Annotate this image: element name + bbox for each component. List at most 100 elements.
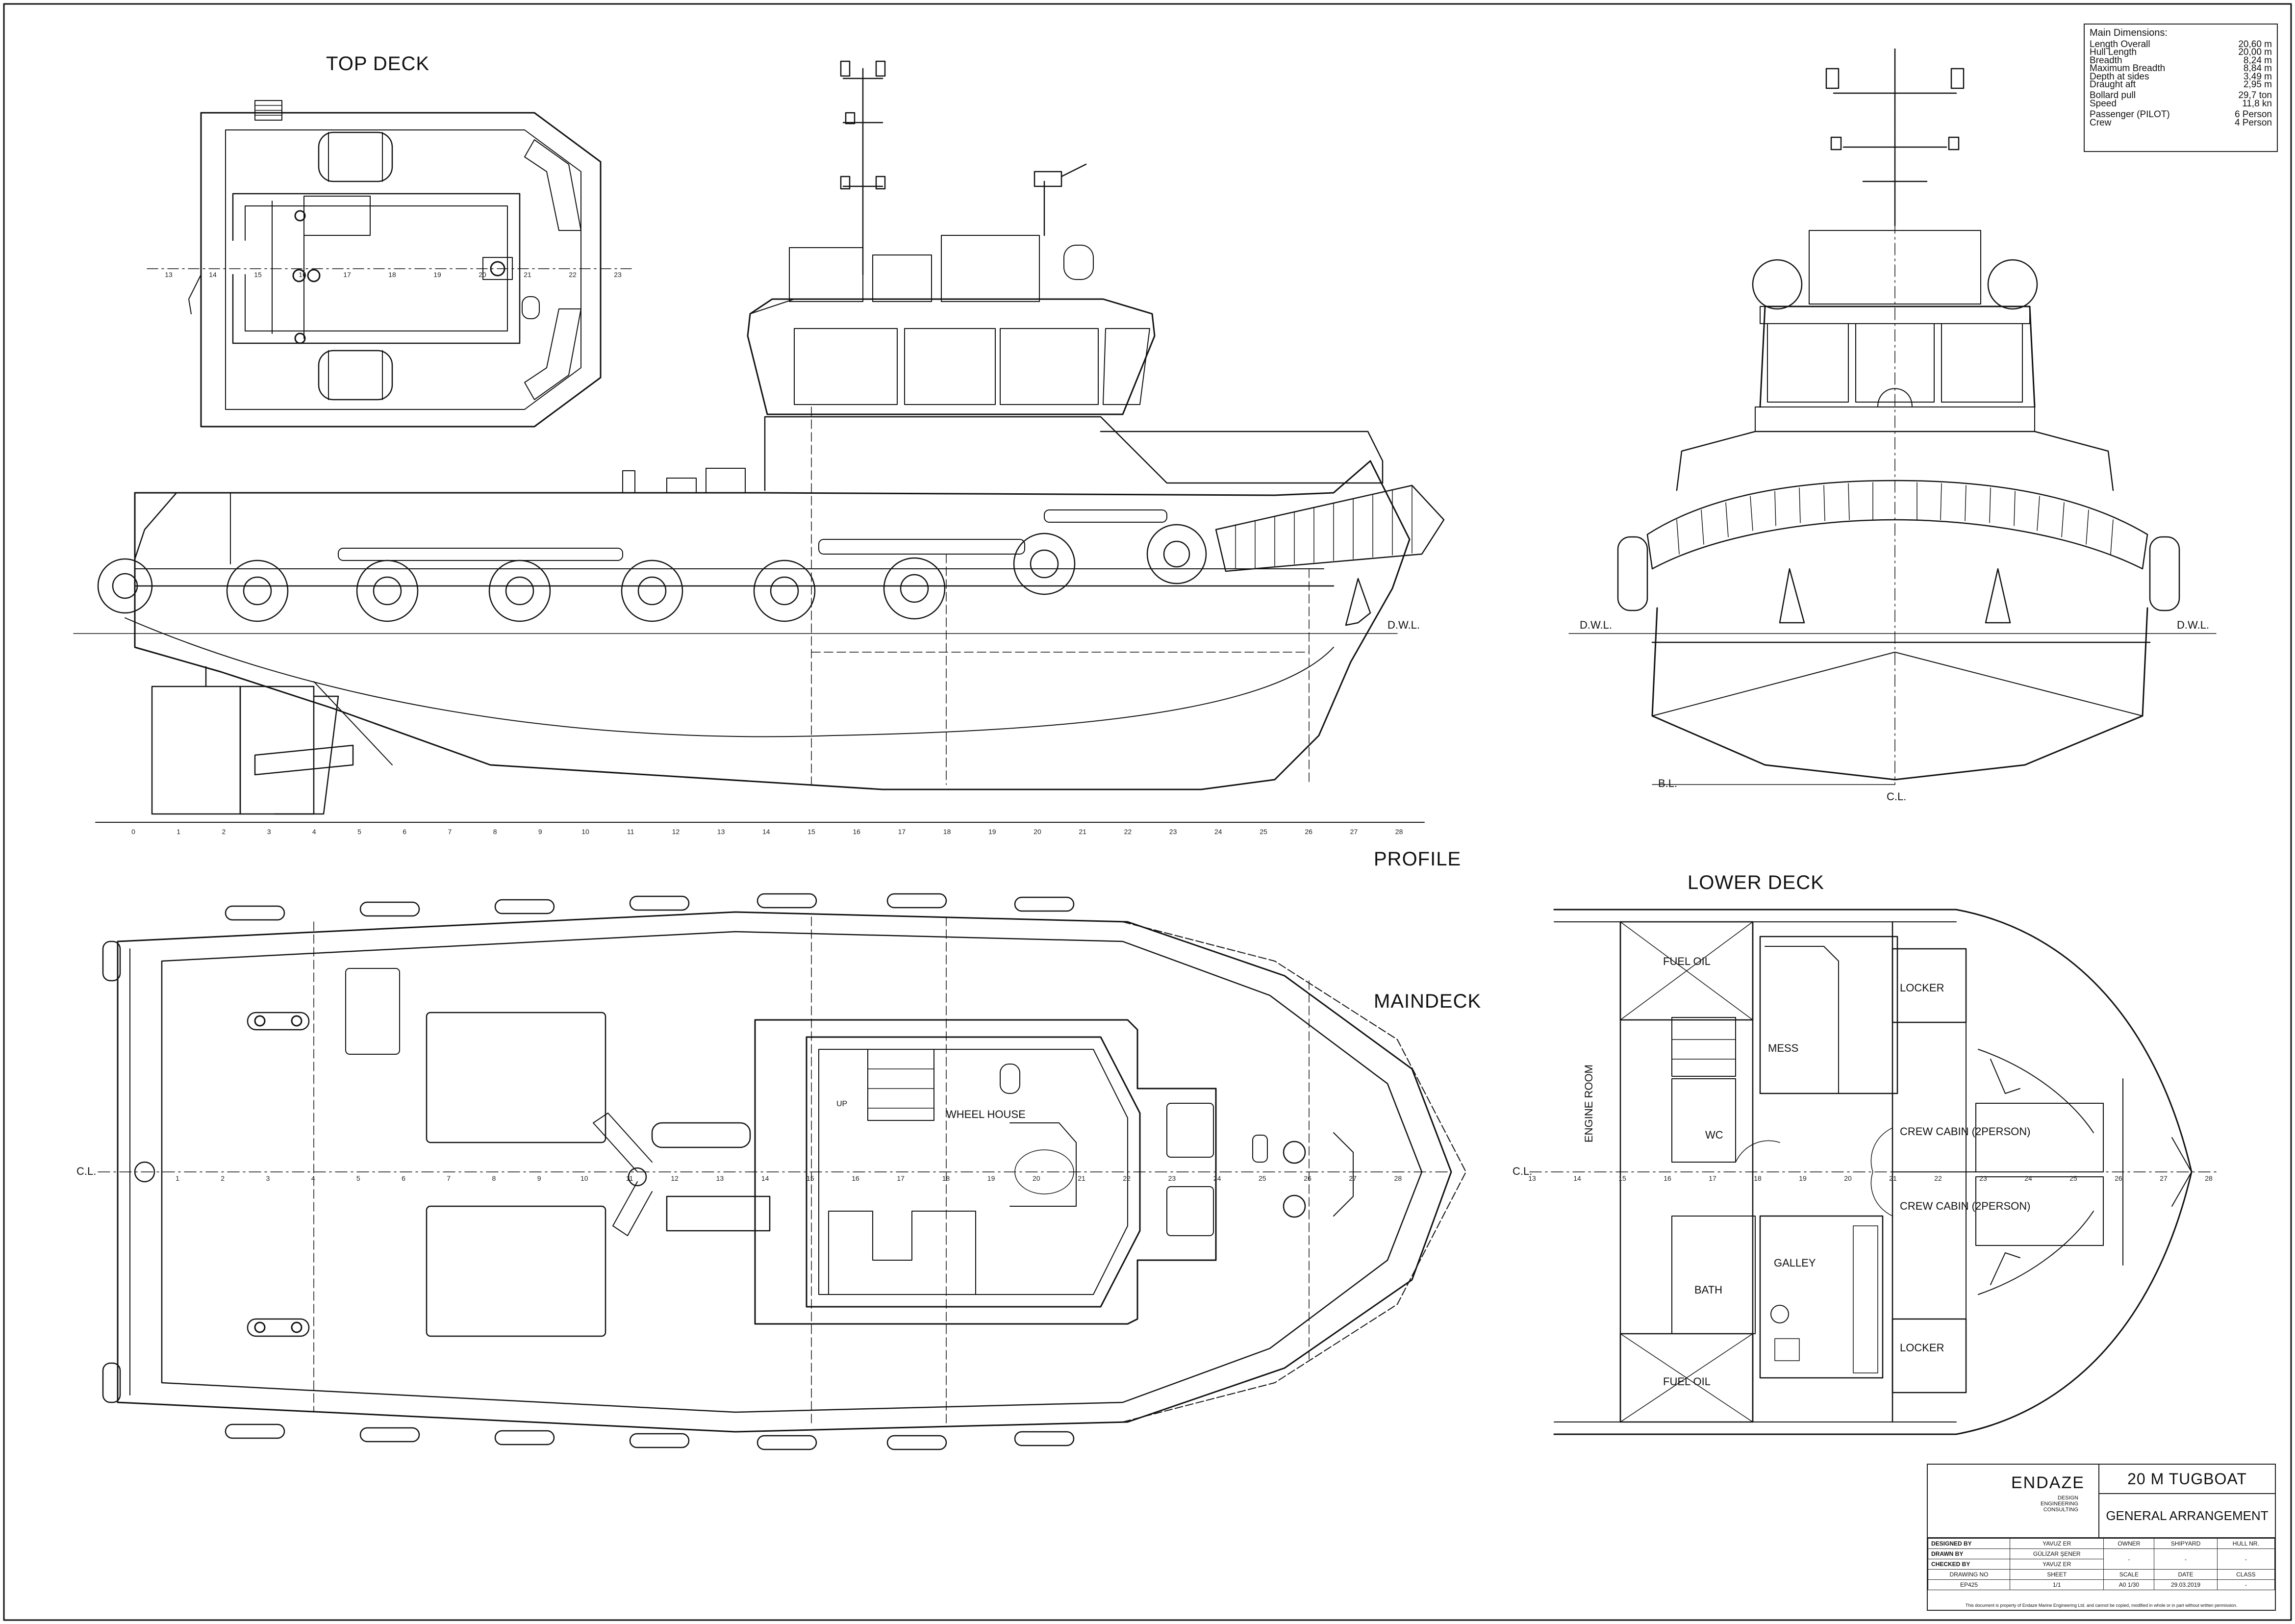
title-row: CHECKED BY YAVUZ ER (1928, 1559, 2275, 1570)
designed-by-value: YAVUZ ER (2009, 1538, 2104, 1549)
liferaft-bottom (318, 350, 393, 401)
title-block-logo: ENDAZE DESIGN ENGINEERING CONSULTING (1928, 1465, 2099, 1538)
dimension-value: 29,7 ton (2238, 90, 2272, 101)
profile-station-number: 24 (1214, 828, 1222, 836)
profile-view (73, 60, 1445, 823)
wheel-house-label: WHEEL HOUSE (946, 1108, 1026, 1120)
maindeck-station-number: 17 (897, 1174, 905, 1182)
maindeck-station-number: 10 (580, 1174, 588, 1182)
brand-sub-line: CONSULTING (2043, 1507, 2079, 1513)
hatch-lower (426, 1205, 606, 1337)
front-dwl-left: D.W.L. (1580, 619, 1613, 631)
maindeck-station-number: 14 (761, 1174, 769, 1182)
dimension-value: 8,24 m (2243, 55, 2272, 66)
maindeck-cl-label: C.L. (76, 1165, 97, 1177)
profile-station-number: 28 (1395, 828, 1403, 836)
front-view (1568, 48, 2217, 785)
lower-deck-station-number: 21 (1889, 1174, 1897, 1182)
stair-up-label: UP (836, 1100, 848, 1108)
dimension-row: Speed 11,8 kn (2090, 98, 2272, 109)
dimension-label: Maximum Breadth (2090, 63, 2166, 74)
profile-station-number: 17 (898, 828, 906, 836)
top-deck-outline (200, 112, 602, 428)
drawing-no-value: EP425 (1928, 1579, 2010, 1590)
dimension-label: Breadth (2090, 55, 2122, 66)
dimension-label: Speed (2090, 98, 2117, 109)
sheet-label: SHEET (2009, 1569, 2104, 1580)
dimension-label: Depth at sides (2090, 71, 2149, 82)
maindeck-station-number: 1 (176, 1174, 179, 1182)
maindeck-station-number: 26 (1304, 1174, 1311, 1182)
maindeck-station-number: 2 (221, 1174, 225, 1182)
profile-station-number: 26 (1305, 828, 1312, 836)
hull-outline (134, 460, 1411, 790)
profile-station-number: 13 (717, 828, 725, 836)
maindeck-station-number: 8 (492, 1174, 496, 1182)
maindeck-station-number: 18 (942, 1174, 950, 1182)
profile-station-number: 9 (538, 828, 542, 836)
azimuth-thruster (151, 666, 393, 815)
profile-station-number: 23 (1169, 828, 1177, 836)
galley-label: GALLEY (1774, 1257, 1816, 1269)
top-deck-station: 20 (479, 271, 486, 279)
drawing-title: GENERAL ARRANGEMENT (2099, 1493, 2275, 1538)
dimension-value: 11,8 kn (2242, 98, 2272, 109)
title-block: ENDAZE DESIGN ENGINEERING CONSULTING 20 … (1927, 1464, 2276, 1611)
dimension-value: 3,49 m (2243, 71, 2272, 82)
project-title: 20 M TUGBOAT (2099, 1465, 2275, 1494)
profile-station-number: 27 (1350, 828, 1358, 836)
top-deck-station: 22 (569, 271, 577, 279)
maindeck-station-number: 16 (852, 1174, 859, 1182)
profile-station-number: 12 (672, 828, 680, 836)
top-deck-station: 21 (524, 271, 531, 279)
shipyard-value: - (2154, 1548, 2218, 1570)
front-fender (1646, 480, 2148, 570)
hatch-upper (426, 1012, 606, 1143)
dimension-label: Passenger (PILOT) (2090, 109, 2170, 120)
copyright-footnote: This document is property of Endaze Mari… (1965, 1603, 2238, 1608)
owner-value: - (2103, 1548, 2155, 1570)
maindeck-station-number: 23 (1168, 1174, 1176, 1182)
maindeck-station-number: 12 (671, 1174, 679, 1182)
hull-value: - (2217, 1548, 2275, 1570)
lower-deck-station-number: 23 (1979, 1174, 1987, 1182)
title-block-table: DESIGNED BY YAVUZ ER OWNER SHIPYARD HULL… (1928, 1538, 2275, 1590)
engine-room-label: ENGINE ROOM (1583, 1065, 1595, 1142)
lower-deck-station-number: 17 (1709, 1174, 1716, 1182)
lower-deck-station-number: 25 (2069, 1174, 2077, 1182)
lower-deck-station-number: 27 (2160, 1174, 2168, 1182)
dimension-label: Length Overall (2090, 39, 2150, 50)
maindeck-station-number: 11 (626, 1174, 633, 1182)
title-row: DESIGNED BY YAVUZ ER OWNER SHIPYARD HULL… (1928, 1538, 2275, 1549)
lower-deck-station-number: 18 (1754, 1174, 1762, 1182)
profile-station-number: 18 (943, 828, 951, 836)
maindeck-fenders (102, 893, 1075, 1450)
top-deck-inner (225, 129, 581, 410)
crew-cabin-top-label: CREW CABIN (2PERSON) (1900, 1125, 2031, 1138)
dimension-label: Draught aft (2090, 79, 2136, 90)
profile-dwl-label: D.W.L. (1387, 619, 1420, 631)
profile-station-number: 1 (177, 828, 181, 836)
maindeck-station-number: 13 (716, 1174, 724, 1182)
lower-deck-view (1529, 909, 2217, 1435)
top-deck-station: 17 (343, 271, 351, 279)
front-wheelhouse (1759, 305, 2036, 408)
brand-sub-line: DESIGN (2057, 1495, 2079, 1501)
hull-label: HULL NR. (2217, 1538, 2275, 1549)
dimension-value: 8,84 m (2243, 63, 2272, 74)
lower-deck-station-number: 14 (1573, 1174, 1581, 1182)
locker-bottom (1891, 1318, 1967, 1394)
dimension-row: Depth at sides 3,49 m (2090, 71, 2272, 82)
class-value: - (2217, 1579, 2275, 1590)
checked-by-label: CHECKED BY (1928, 1559, 2010, 1570)
superstructure (764, 416, 1384, 491)
maindeck-station-number: 24 (1213, 1174, 1221, 1182)
profile-station-number: 21 (1079, 828, 1086, 836)
top-deck-station: 16 (299, 271, 306, 279)
wheelhouse (747, 298, 1156, 415)
main-mast (840, 60, 886, 276)
maindeck-station-number: 15 (807, 1174, 814, 1182)
profile-station-number: 2 (222, 828, 226, 836)
